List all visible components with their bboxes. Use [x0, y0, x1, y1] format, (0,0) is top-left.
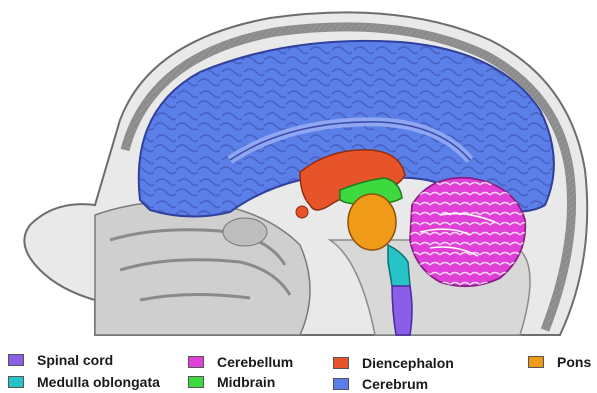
pons — [348, 194, 396, 250]
legend-label: Medulla oblongata — [37, 374, 160, 390]
legend-label: Spinal cord — [37, 352, 113, 368]
legend-swatch — [188, 356, 204, 368]
legend-swatch — [333, 357, 349, 369]
legend-label: Cerebrum — [362, 376, 428, 392]
legend-item-cerebellum: Cerebellum — [188, 353, 293, 371]
legend-swatch — [188, 376, 204, 388]
legend-item-spinal-cord: Spinal cord — [8, 351, 113, 369]
brain-sagittal-diagram — [0, 0, 597, 340]
legend-label: Cerebellum — [217, 354, 293, 370]
legend-label: Pons — [557, 354, 591, 370]
legend-swatch — [8, 354, 24, 366]
legend-item-cerebrum: Cerebrum — [333, 375, 428, 393]
cerebellum — [410, 178, 525, 286]
legend-swatch — [8, 376, 24, 388]
legend-item-diencephalon: Diencephalon — [333, 354, 454, 372]
legend-item-midbrain: Midbrain — [188, 373, 275, 391]
legend-swatch — [528, 356, 544, 368]
legend-label: Diencephalon — [362, 355, 454, 371]
legend-swatch — [333, 378, 349, 390]
spinal-cord — [392, 286, 412, 335]
legend-item-medulla-oblongata: Medulla oblongata — [8, 373, 160, 391]
pituitary — [296, 206, 308, 218]
legend-label: Midbrain — [217, 374, 275, 390]
legend-item-pons: Pons — [528, 353, 591, 371]
